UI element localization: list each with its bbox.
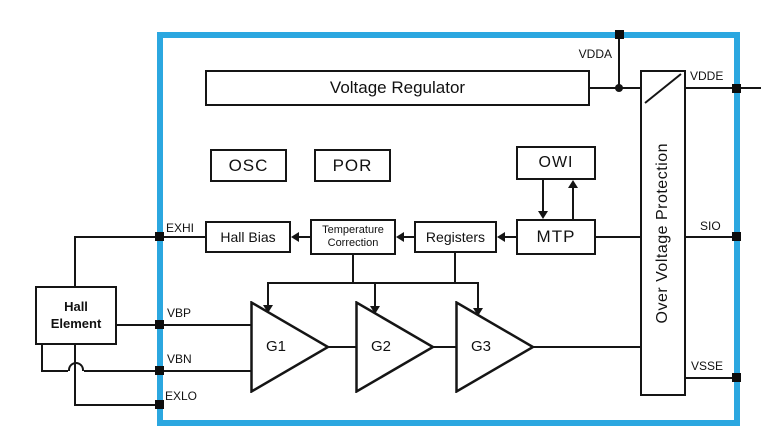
wire-branch-g3 [477, 283, 479, 309]
pin-vdda [615, 30, 624, 39]
wire-exhi-to-hallbias [164, 236, 205, 238]
wire-g3-to-ovp [533, 346, 640, 348]
wire-tempcorr-drop [352, 255, 354, 284]
g3-label: G3 [470, 338, 491, 355]
wire-g2-to-g3 [433, 346, 457, 348]
wire-owi-mtp-down [542, 180, 544, 211]
over-voltage-protection-block: Over Voltage Protection [640, 70, 686, 396]
wire-vbn-drop [41, 345, 43, 372]
osc-label: OSC [228, 155, 269, 175]
arrow-into-g1-icon [263, 305, 273, 313]
por-block: POR [314, 149, 391, 182]
junction-dot-vdda [615, 84, 623, 92]
wire-ovp-to-vsse [686, 377, 732, 379]
pin-label-vdde: VDDE [690, 69, 724, 83]
pin-exhi [155, 232, 164, 241]
wire-branch-bus [267, 282, 479, 284]
pin-vbn [155, 366, 164, 375]
wire-crossover-hop [68, 362, 84, 371]
ovp-slash-icon [644, 73, 682, 104]
wire-exlo-h [74, 404, 160, 406]
wire-exhi-outside-v [74, 236, 76, 287]
por-label: POR [332, 155, 373, 175]
wire-mtp-owi-up [572, 188, 574, 219]
owi-label: OWI [538, 153, 574, 171]
pin-exlo [155, 400, 164, 409]
wire-registers-to-tempcorr [404, 236, 414, 238]
g3-amplifier [455, 301, 535, 393]
temperature-correction-block: Temperature Correction [310, 219, 396, 255]
pin-vsse [732, 373, 741, 382]
wire-ovp-to-vdde [686, 87, 732, 89]
hall-element-block: Hall Element [35, 286, 117, 345]
pin-label-vbn: VBN [167, 352, 192, 366]
wire-mtp-to-registers [505, 236, 516, 238]
mtp-block: MTP [516, 219, 596, 255]
wire-vdde-stub [741, 87, 761, 89]
g1-amplifier [250, 301, 330, 393]
mtp-label: MTP [536, 227, 576, 247]
wire-branch-g2 [374, 283, 376, 307]
wire-exlo-v [74, 344, 76, 406]
hall-bias-label: Hall Bias [220, 228, 276, 245]
wire-mtp-to-ovp [596, 236, 640, 238]
arrow-into-g2-icon [370, 306, 380, 314]
registers-block: Registers [414, 221, 497, 253]
g1-label: G1 [265, 338, 286, 355]
osc-block: OSC [210, 149, 287, 182]
wire-g1-to-g2 [328, 346, 357, 348]
wire-ovp-to-sio [686, 236, 732, 238]
wire-registers-drop [454, 253, 456, 284]
pin-label-vsse: VSSE [691, 359, 724, 373]
wire-exhi-outside-h [74, 236, 155, 238]
wire-branch-g1 [267, 283, 269, 306]
temperature-correction-label-line2: Correction [327, 237, 379, 249]
hall-bias-block: Hall Bias [205, 221, 291, 253]
temperature-correction-label-line1: Temperature [322, 224, 384, 237]
hall-element-label-line2: Element [50, 315, 102, 331]
g2-label: G2 [370, 338, 391, 355]
voltage-regulator-label: Voltage Regulator [329, 78, 466, 98]
registers-label: Registers [425, 228, 486, 245]
pin-sio [732, 232, 741, 241]
pin-label-exhi: EXHI [166, 221, 195, 235]
over-voltage-protection-label: Over Voltage Protection [653, 142, 671, 324]
pin-label-vbp: VBP [167, 306, 192, 320]
g2-amplifier [355, 301, 435, 393]
owi-block: OWI [516, 146, 596, 180]
chip-boundary [157, 32, 740, 426]
pin-label-sio: SIO [700, 219, 721, 233]
voltage-regulator-block: Voltage Regulator [205, 70, 590, 106]
wire-tempcorr-to-hallbias [299, 236, 310, 238]
arrow-into-tempcorr-icon [396, 232, 404, 242]
arrow-into-hallbias-icon [291, 232, 299, 242]
arrow-into-g3-icon [473, 308, 483, 316]
arrow-into-registers-icon [497, 232, 505, 242]
wire-vbn-left [42, 370, 68, 372]
pin-label-exlo: EXLO [165, 389, 198, 403]
pin-label-vdda: VDDA [578, 47, 612, 61]
arrow-into-mtp-icon [538, 211, 548, 219]
wire-vbn-right [84, 370, 252, 372]
wire-vdda-riser [618, 38, 620, 88]
hall-element-label-line1: Hall [64, 298, 88, 314]
arrow-into-owi-icon [568, 180, 578, 188]
pin-vdde [732, 84, 741, 93]
pin-vbp [155, 320, 164, 329]
wire-vbp [117, 324, 252, 326]
